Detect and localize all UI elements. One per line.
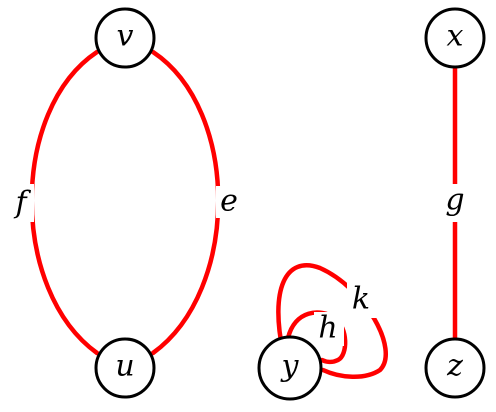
nodes: v u y x z (94, 7, 486, 401)
edge-label-h: h (318, 311, 337, 346)
node-x: x (424, 7, 486, 69)
edge-label-e: e (220, 184, 238, 219)
edge-label-g-bg (440, 184, 470, 222)
node-v-label: v (117, 19, 134, 54)
edge-labels: f e k h g (10, 183, 470, 346)
node-z-label: z (446, 349, 463, 384)
node-v-circle (94, 7, 156, 69)
node-x-label: x (447, 19, 464, 54)
node-y-label: y (280, 349, 300, 384)
node-u-label: u (115, 349, 134, 384)
node-u: u (94, 337, 156, 399)
edges (29, 49, 458, 379)
node-x-circle (424, 7, 486, 69)
node-u-circle (94, 337, 156, 399)
edge-label-g: g (445, 183, 464, 218)
edge-label-f-bg (10, 184, 34, 222)
edge-label-k: k (352, 282, 370, 317)
node-y: y (257, 335, 323, 401)
edge-label-h-bg (314, 312, 344, 346)
edge-h (285, 310, 348, 365)
node-z: z (424, 337, 486, 399)
node-z-circle (424, 337, 486, 399)
edge-label-e-bg (216, 186, 242, 218)
edge-label-k-bg (347, 282, 377, 318)
edge-f (29, 49, 100, 356)
node-y-circle (257, 335, 323, 401)
edge-e (150, 49, 221, 356)
node-v: v (94, 7, 156, 69)
